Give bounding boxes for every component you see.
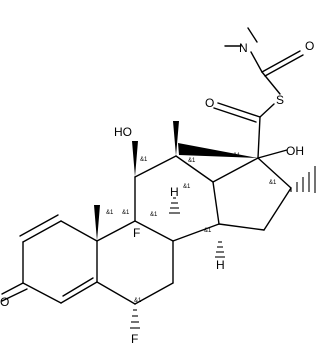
stereo-flags: &1 &1 &1 &1 &1 &1 &1 &1 &1 &1 [106, 153, 277, 304]
stereo-flag: &1 [188, 158, 196, 164]
stereo-flag: &1 [140, 157, 148, 163]
atom-label-h-14: H [216, 258, 225, 272]
atom-label-oh-17: OH [286, 144, 304, 158]
stereo-flag: &1 [134, 298, 142, 304]
atom-label-f-9: F [133, 226, 140, 240]
atom-label-s: S [276, 93, 284, 107]
bond-lines [1, 27, 304, 305]
stereo-flag: &1 [106, 210, 114, 216]
atom-label-o-thioester: O [205, 96, 214, 110]
stereo-flag: &1 [122, 210, 130, 216]
atom-label-o-3: O [0, 295, 9, 309]
atom-label-ho-11: HO [114, 125, 132, 139]
stereo-flag: &1 [233, 153, 241, 159]
atom-label-h-8: H [170, 185, 179, 199]
atom-labels: N O S O OH HO F H H O F [0, 39, 314, 346]
atom-label-f-6: F [131, 332, 138, 346]
stereo-flag: &1 [204, 228, 212, 234]
stereo-bonds [94, 121, 316, 329]
atom-label-o-amide: O [305, 39, 314, 53]
stereo-flag: &1 [269, 180, 277, 186]
atom-label-n: N [239, 41, 248, 55]
stereo-flag: &1 [183, 184, 191, 190]
stereo-flag: &1 [150, 212, 158, 218]
